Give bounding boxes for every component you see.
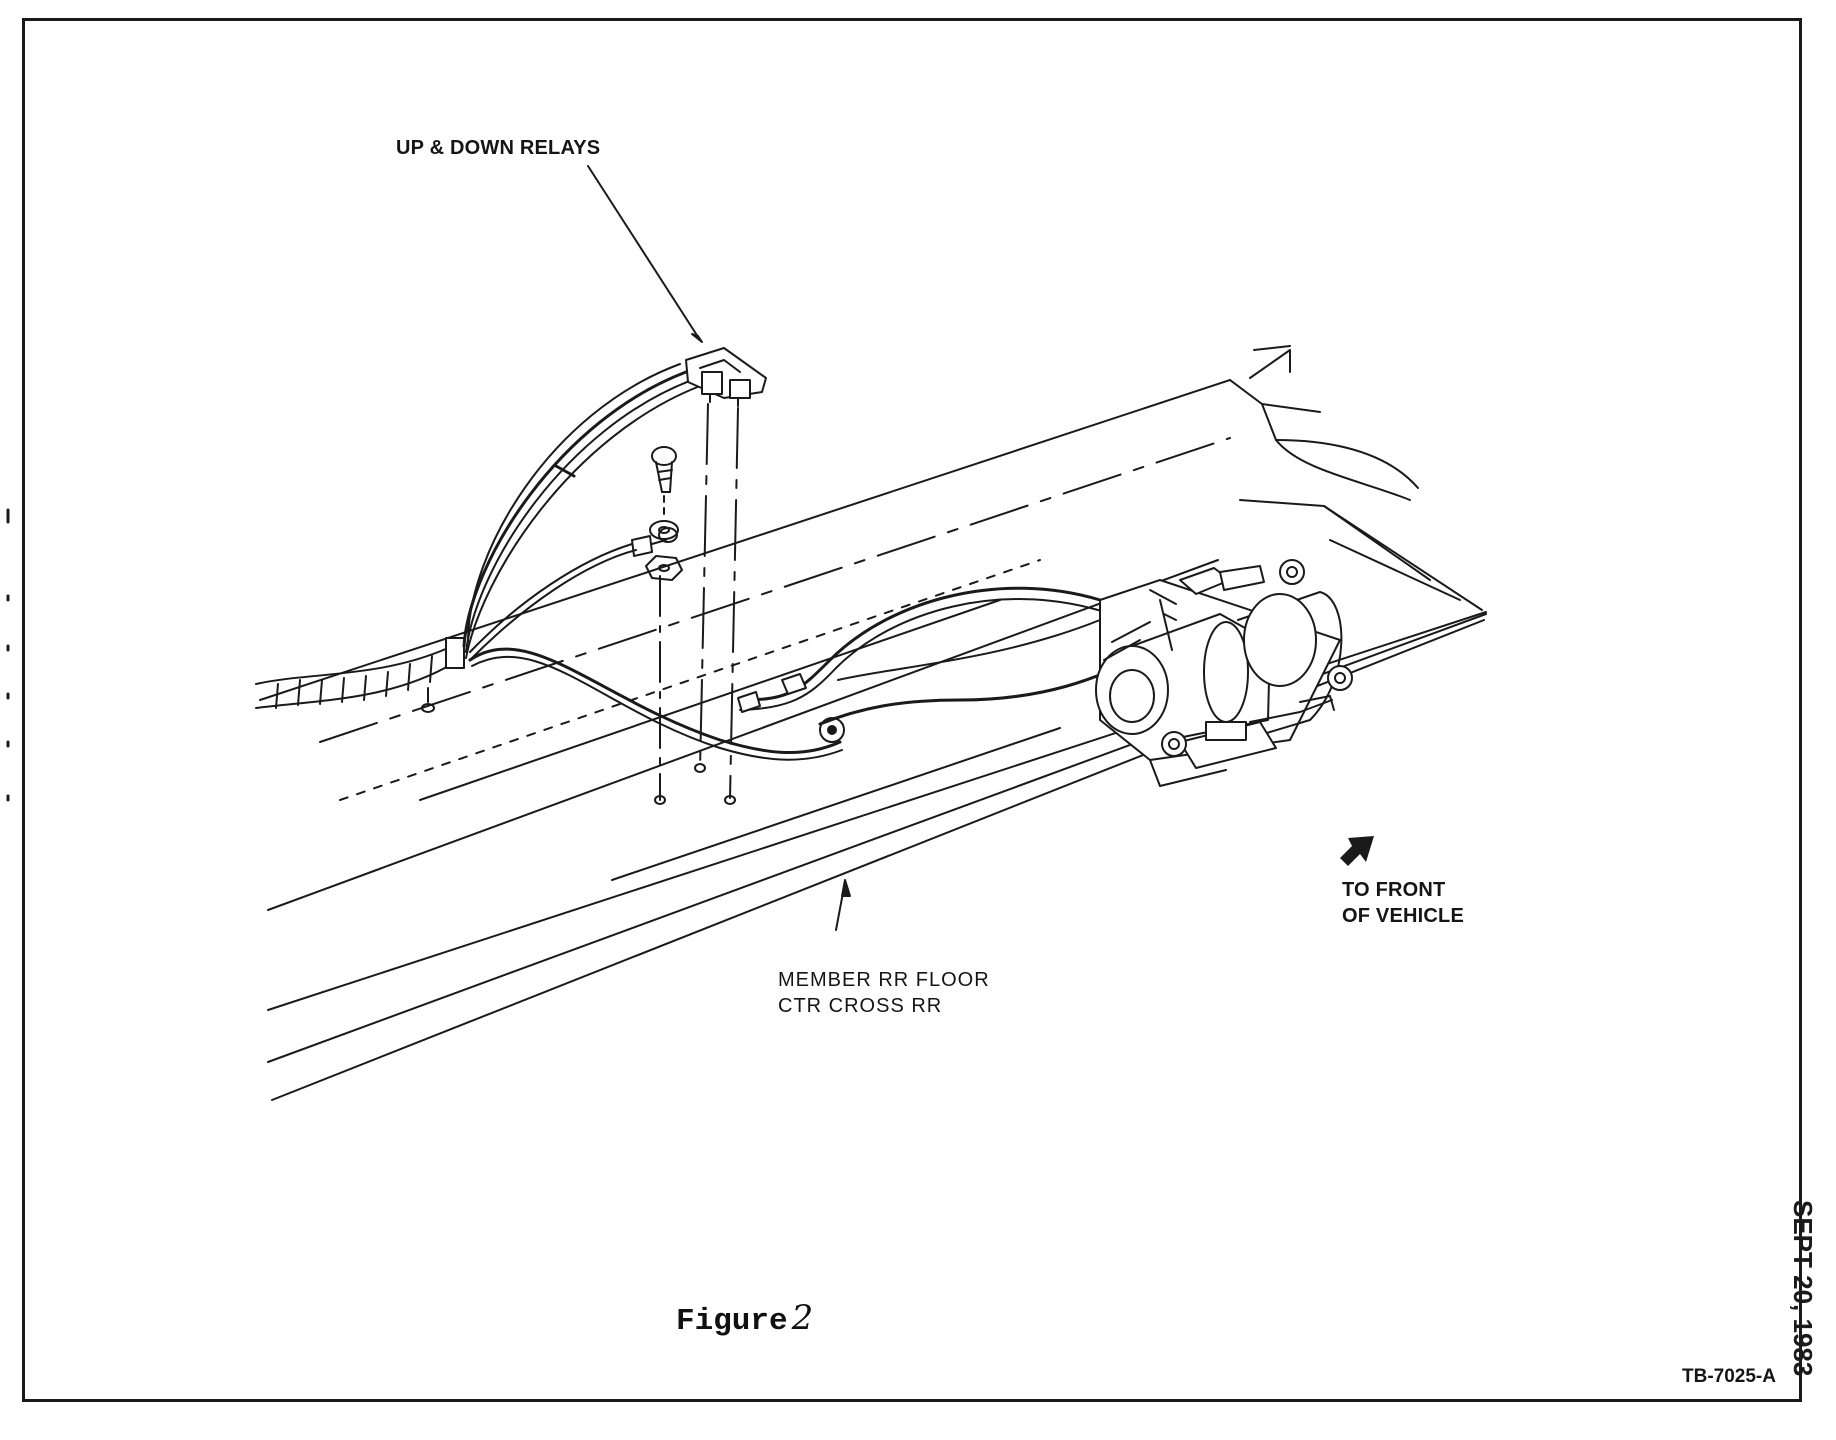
relays-label: UP & DOWN RELAYS xyxy=(396,137,601,159)
front-label-line1: TO FRONT xyxy=(1342,879,1446,901)
harness-wrap xyxy=(255,637,465,713)
drawing-code: TB-7025-A xyxy=(1682,1366,1776,1387)
leader-lines xyxy=(587,165,851,931)
member-label-line2: CTR CROSS RR xyxy=(778,995,943,1017)
edge-date-stamp: SEPT 20, 1983 xyxy=(1788,1200,1818,1377)
pump-motor xyxy=(1095,559,1353,787)
figure-frame xyxy=(22,18,1802,1402)
relay-pigtail xyxy=(631,527,678,557)
figure-caption-number: 2 xyxy=(791,1298,814,1338)
motor-wires xyxy=(737,586,1152,743)
relay-block xyxy=(685,347,767,407)
figure-caption-word: Figure xyxy=(676,1304,788,1339)
front-direction-arrow-icon xyxy=(1340,836,1374,866)
ground-bolt xyxy=(645,446,683,581)
relay-fastener-lines xyxy=(654,403,739,805)
member-label-line1: MEMBER RR FLOOR xyxy=(778,969,990,991)
front-label-line2: OF VEHICLE xyxy=(1342,905,1465,927)
harness-to-relays xyxy=(462,363,843,761)
